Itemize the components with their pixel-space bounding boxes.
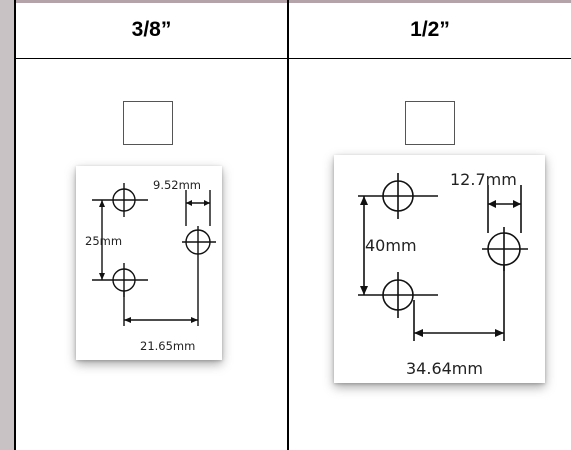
table-column-divider xyxy=(287,0,289,450)
page-top-edge xyxy=(14,0,571,3)
table-header-divider xyxy=(14,58,571,59)
column-header-3-8: 3/8” xyxy=(131,18,172,41)
select-checkbox-1-2[interactable] xyxy=(405,101,455,145)
document-page: 3/8” 1/2” xyxy=(14,0,571,450)
column-header-1-2: 1/2” xyxy=(410,18,450,41)
horizontal-spacing-label: 34.64mm xyxy=(406,359,483,378)
hole-pattern-diagram-3-8: 9.52mm 25mm 21.65mm xyxy=(76,166,222,360)
vertical-spacing-label: 25mm xyxy=(85,234,122,248)
hole-diameter-label: 12.7mm xyxy=(450,170,517,189)
hole-pattern-diagram-1-2: 12.7mm 40mm 34.64mm xyxy=(334,155,545,383)
hole-diameter-label: 9.52mm xyxy=(153,178,201,192)
horizontal-spacing-label: 21.65mm xyxy=(140,339,195,353)
table-left-border xyxy=(14,0,16,450)
select-checkbox-3-8[interactable] xyxy=(123,101,173,145)
vertical-spacing-label: 40mm xyxy=(365,236,417,255)
